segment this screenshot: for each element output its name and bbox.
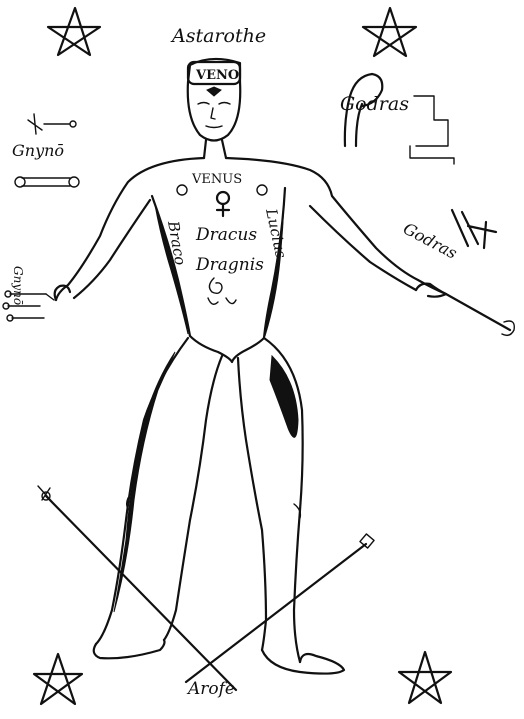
top-name-text: Astarothe: [170, 25, 266, 47]
staff-icon: [184, 533, 375, 684]
belly-line-2: Dragnis: [195, 255, 264, 275]
seal-right-arm-text: Godras: [400, 219, 460, 263]
seal-upper-left-text: Gnynō: [12, 141, 64, 160]
staff-icon: [444, 292, 515, 337]
venus-symbol-icon: [215, 190, 231, 218]
bottom-name-text: Arofe: [186, 679, 235, 699]
pentagram-icon: [32, 652, 84, 706]
staff-icon: [37, 485, 238, 692]
chest-label: VENUS: [191, 172, 242, 187]
sigil-icon: [2, 290, 55, 322]
seal-left-hand-text: Gnynō: [11, 266, 25, 305]
nipple-marks: [176, 184, 268, 305]
pentagram-icon: [397, 650, 453, 705]
staff-icon: [14, 176, 80, 188]
belly-line-1: Dracus: [195, 225, 257, 245]
seal-upper-right-text: Godras: [340, 93, 409, 115]
pentagram-icon: [46, 6, 102, 57]
head: VENO: [186, 57, 242, 160]
body-outline: [53, 156, 448, 675]
spiral-symbol-icon: [208, 277, 223, 295]
sigil-icon: [27, 113, 77, 135]
head-band-label: VENO: [195, 68, 239, 83]
pentagram-icon: [361, 6, 418, 58]
right-flank-text: Lucius: [262, 206, 290, 260]
sigil-icon: [450, 208, 498, 250]
sigil-icon: [343, 72, 455, 165]
